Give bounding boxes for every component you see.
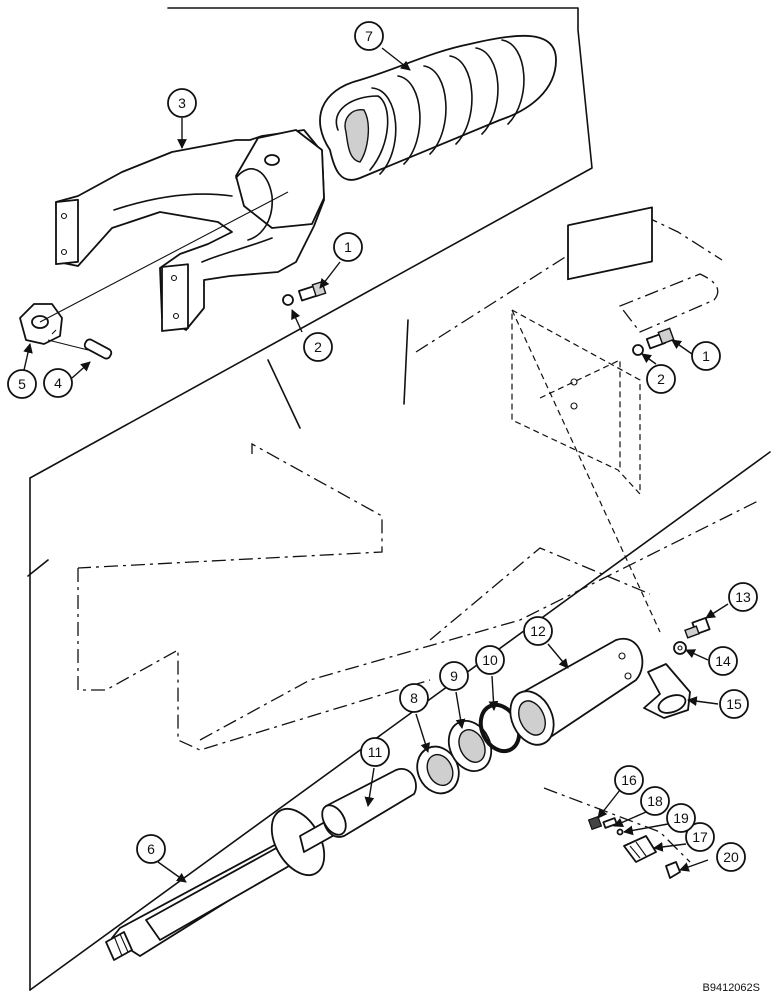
callout-4: 4 (43, 368, 73, 398)
bolt-and-washer-right (632, 327, 675, 356)
svg-text:18: 18 (647, 793, 663, 809)
svg-text:8: 8 (410, 690, 418, 706)
cylinder (509, 637, 644, 746)
callout-11: 11 (360, 737, 390, 767)
svg-text:1: 1 (702, 348, 710, 364)
callout-8: 8 (399, 683, 429, 713)
frame-outlines (27, 7, 771, 991)
svg-text:5: 5 (18, 376, 26, 392)
grease-fitting-assembly (587, 815, 681, 879)
callout-20: 20 (716, 842, 746, 872)
sleeve (321, 768, 417, 838)
svg-text:2: 2 (314, 339, 322, 355)
leader-lines (23, 47, 729, 883)
callout-5: 5 (7, 369, 37, 399)
svg-text:16: 16 (621, 772, 637, 788)
svg-text:11: 11 (368, 744, 383, 760)
svg-text:1: 1 (344, 239, 352, 255)
bolt-13 (684, 617, 711, 639)
callout-7: 7 (354, 21, 384, 51)
svg-text:15: 15 (726, 696, 742, 712)
callout-2-upper: 2 (303, 332, 333, 362)
svg-text:7: 7 (365, 28, 373, 44)
cotter-pin (47, 338, 113, 360)
callout-3: 3 (167, 88, 197, 118)
callout-14: 14 (708, 646, 738, 676)
svg-text:17: 17 (692, 829, 708, 845)
bracket (643, 663, 691, 719)
svg-text:19: 19 (673, 810, 689, 826)
callout-9: 9 (439, 661, 469, 691)
callout-12: 12 (523, 616, 553, 646)
callout-6: 6 (136, 834, 166, 864)
callout-10: 10 (475, 645, 505, 675)
callout-13: 13 (728, 582, 758, 612)
svg-text:13: 13 (735, 589, 751, 605)
svg-text:20: 20 (723, 849, 739, 865)
callout-2-right: 2 (646, 364, 676, 394)
svg-text:12: 12 (530, 623, 546, 639)
callout-1-right: 1 (691, 341, 721, 371)
phantom-outlines (77, 206, 761, 863)
callout-17: 17 (685, 822, 715, 852)
svg-text:10: 10 (482, 652, 498, 668)
svg-text:14: 14 (715, 653, 731, 669)
svg-text:9: 9 (450, 668, 458, 684)
callout-15: 15 (719, 689, 749, 719)
washer-14 (673, 641, 687, 655)
drawing-reference-code: B9412062S (702, 982, 761, 994)
recoil-spring (319, 35, 557, 181)
callout-16: 16 (614, 765, 644, 795)
svg-text:6: 6 (147, 841, 155, 857)
svg-text:4: 4 (54, 375, 62, 391)
yoke (55, 129, 325, 332)
seal-ring-8 (416, 745, 460, 795)
callout-18: 18 (640, 786, 670, 816)
castle-nut (19, 191, 289, 345)
svg-text:3: 3 (178, 95, 186, 111)
svg-text:2: 2 (657, 371, 665, 387)
callout-1-upper: 1 (333, 232, 363, 262)
seal-ring-9 (447, 720, 493, 772)
bolt-and-washer-upper (282, 280, 327, 306)
callout-19: 19 (666, 803, 696, 833)
